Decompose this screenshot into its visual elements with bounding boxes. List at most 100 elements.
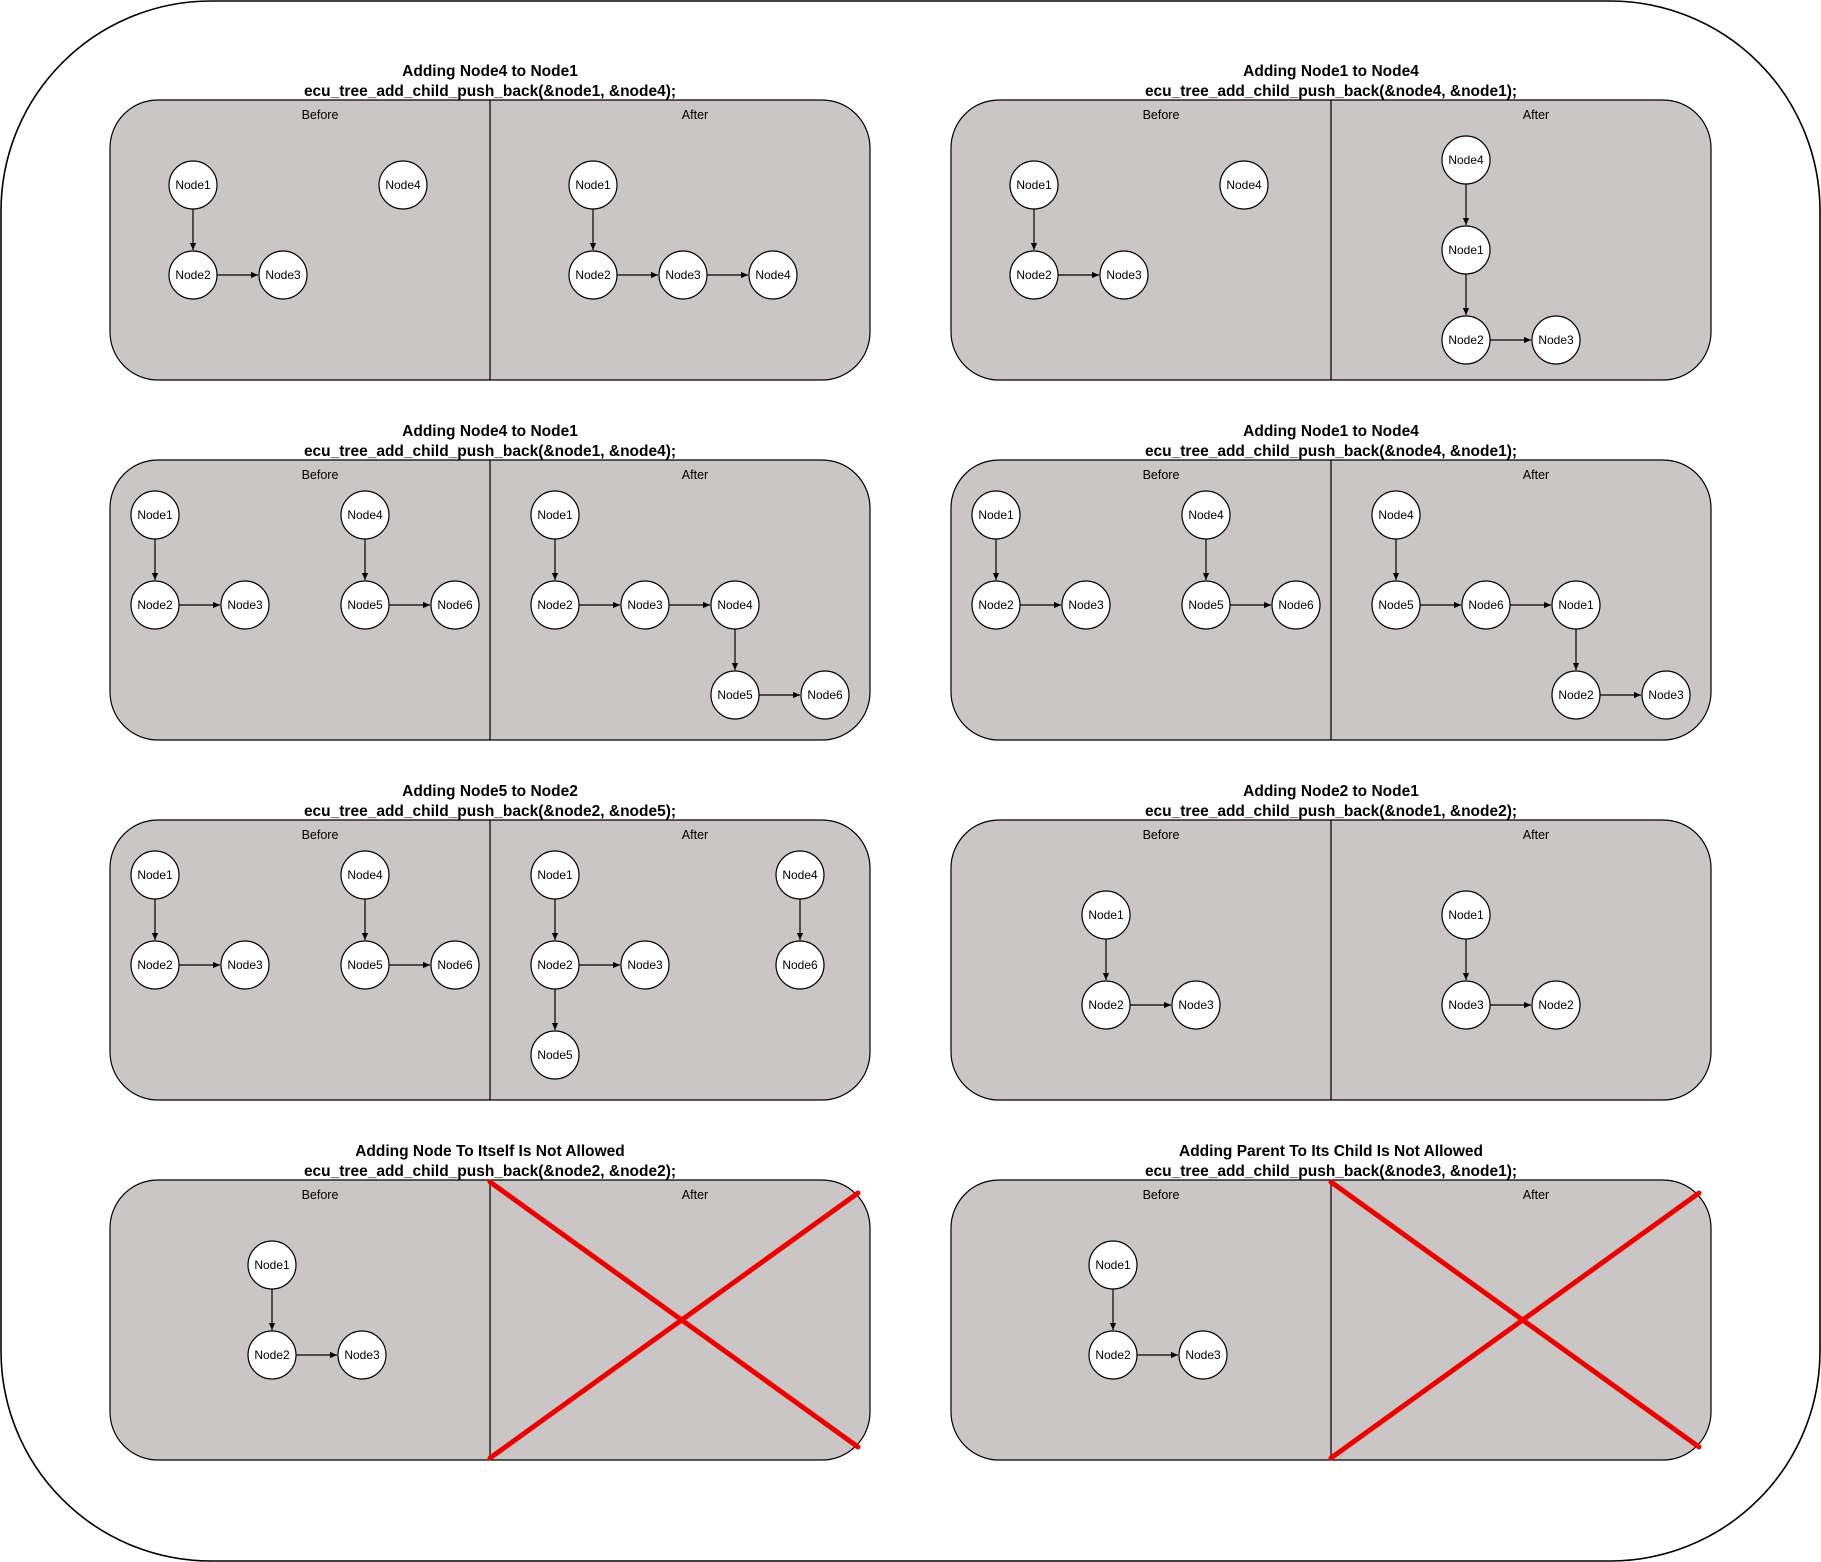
node-label: Node1 xyxy=(1448,243,1484,257)
node-circle xyxy=(168,160,218,210)
panel-title: Adding Parent To Its Child Is Not Allowe… xyxy=(1179,1143,1483,1160)
node-circle xyxy=(1531,980,1581,1030)
after-node-node4: Node4 xyxy=(710,580,760,630)
after-label: After xyxy=(682,1188,708,1202)
node-circle xyxy=(748,250,798,300)
after-node-node3: Node3 xyxy=(1531,315,1581,365)
node-label: Node6 xyxy=(1278,598,1314,612)
node-label: Node5 xyxy=(1378,598,1414,612)
node-label: Node3 xyxy=(1538,333,1574,347)
node-circle xyxy=(1178,1330,1228,1380)
after-label: After xyxy=(682,828,708,842)
node-circle xyxy=(530,490,580,540)
node-label: Node3 xyxy=(665,268,701,282)
after-node-node4: Node4 xyxy=(775,850,825,900)
node-label: Node1 xyxy=(1016,178,1052,192)
panel-6: Adding Node2 to Node1 ecu_tree_add_child_… xyxy=(950,783,1712,1101)
node-label: Node4 xyxy=(385,178,421,192)
node-circle xyxy=(530,940,580,990)
node-label: Node2 xyxy=(254,1348,290,1362)
node-circle xyxy=(247,1330,297,1380)
node-circle xyxy=(1081,890,1131,940)
node-label: Node3 xyxy=(627,958,663,972)
before-node-node4: Node4 xyxy=(1219,160,1269,210)
before-node-node4: Node4 xyxy=(340,490,390,540)
panel-code: ecu_tree_add_child_push_back(&node1, &no… xyxy=(304,443,676,460)
node-circle xyxy=(247,1240,297,1290)
node-label: Node2 xyxy=(1016,268,1052,282)
node-label: Node3 xyxy=(1448,998,1484,1012)
panel-5: Adding Node5 to Node2ecu_tree_add_child_… xyxy=(109,783,871,1101)
panel-8: Adding Parent To Its Child Is Not Allowe… xyxy=(950,1143,1712,1461)
panel-title: Adding Node To Itself Is Not Allowed xyxy=(355,1143,625,1160)
node-circle xyxy=(1441,135,1491,185)
node-circle xyxy=(1009,250,1059,300)
before-node-node2: Node2 xyxy=(130,940,180,990)
before-node-node1: Node1 xyxy=(1009,160,1059,210)
node-circle xyxy=(1441,980,1491,1030)
node-label: Node1 xyxy=(1088,908,1124,922)
node-label: Node3 xyxy=(265,268,301,282)
node-label: Node2 xyxy=(537,958,573,972)
before-node-node2: Node2 xyxy=(168,250,218,300)
node-label: Node1 xyxy=(1095,1258,1131,1272)
before-node-node2: Node2 xyxy=(1088,1330,1138,1380)
node-label: Node4 xyxy=(1226,178,1262,192)
node-circle xyxy=(130,490,180,540)
node-label: Node2 xyxy=(137,958,173,972)
node-circle xyxy=(710,580,760,630)
after-node-node4: Node4 xyxy=(1371,490,1421,540)
before-node-node3: Node3 xyxy=(337,1330,387,1380)
node-label: Node2 xyxy=(1448,333,1484,347)
before-node-node4: Node4 xyxy=(378,160,428,210)
before-node-node5: Node5 xyxy=(340,580,390,630)
node-label: Node2 xyxy=(1095,1348,1131,1362)
node-circle xyxy=(130,850,180,900)
node-circle xyxy=(340,940,390,990)
before-node-node2: Node2 xyxy=(130,580,180,630)
node-circle xyxy=(220,940,270,990)
node-label: Node1 xyxy=(978,508,1014,522)
node-circle xyxy=(1271,580,1321,630)
after-node-node1: Node1 xyxy=(530,850,580,900)
after-node-node2: Node2 xyxy=(530,940,580,990)
before-node-node6: Node6 xyxy=(430,940,480,990)
node-circle xyxy=(1009,160,1059,210)
node-circle xyxy=(1371,580,1421,630)
node-circle xyxy=(1531,315,1581,365)
after-node-node3: Node3 xyxy=(620,580,670,630)
before-node-node1: Node1 xyxy=(130,490,180,540)
panel-2: Adding Node1 to Node4ecu_tree_add_child_… xyxy=(950,63,1712,381)
before-node-node1: Node1 xyxy=(1081,890,1131,940)
node-circle xyxy=(378,160,428,210)
node-circle xyxy=(1441,315,1491,365)
node-label: Node3 xyxy=(344,1348,380,1362)
panel-code: ecu_tree_add_child_push_back(&node1, &no… xyxy=(1145,803,1517,820)
before-label: Before xyxy=(302,108,339,122)
panel-title: Adding Node1 to Node4 xyxy=(1243,63,1419,80)
node-label: Node3 xyxy=(1106,268,1142,282)
after-node-node3: Node3 xyxy=(1641,670,1691,720)
panel-code: ecu_tree_add_child_push_back(&node2, &no… xyxy=(304,1163,676,1180)
after-label: After xyxy=(1523,1188,1549,1202)
after-label: After xyxy=(682,468,708,482)
node-circle xyxy=(1371,490,1421,540)
before-node-node3: Node3 xyxy=(1061,580,1111,630)
panels-layer: Adding Node4 to Node1ecu_tree_add_child_… xyxy=(109,63,1712,1461)
cross-line xyxy=(1328,1190,1702,1461)
node-label: Node3 xyxy=(627,598,663,612)
node-label: Node1 xyxy=(137,868,173,882)
before-node-node1: Node1 xyxy=(971,490,1021,540)
after-node-node5: Node5 xyxy=(710,670,760,720)
after-node-node2: Node2 xyxy=(1551,670,1601,720)
not-allowed-cross xyxy=(487,1179,861,1461)
node-label: Node1 xyxy=(537,868,573,882)
node-circle xyxy=(1441,890,1491,940)
node-label: Node6 xyxy=(1468,598,1504,612)
panel-title: Adding Node2 to Node1 xyxy=(1243,783,1419,800)
